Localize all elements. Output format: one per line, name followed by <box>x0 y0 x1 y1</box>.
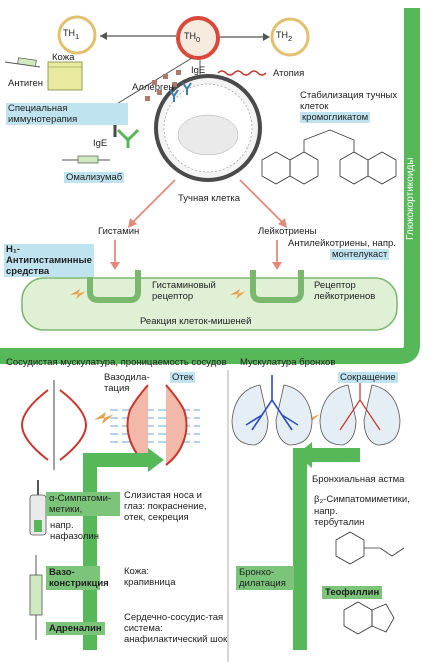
contraction-label: Сокращение <box>338 372 398 383</box>
lungs-contracted <box>319 375 401 446</box>
skin-effect-label: Кожа: крапивница <box>124 566 176 588</box>
lungs-normal <box>231 375 313 446</box>
stabilization-label: Стабилизация тучных клеток <box>300 90 398 112</box>
th0-label: TH0 <box>184 31 201 44</box>
omalizumab-label: Омализумаб <box>64 172 125 183</box>
leukotriene-receptor <box>250 270 304 303</box>
alpha-sympathomimetics-label: α-Симпатоми-метики, <box>46 492 120 516</box>
naphazoline-label: напр. нафазолин <box>50 520 99 542</box>
atopy-label: Атопия <box>273 68 305 79</box>
leukotrienes-label: Лейкотриены <box>258 226 317 237</box>
cromoglycate-label: кромогликатом <box>300 112 371 123</box>
vessel-constricted <box>20 380 88 470</box>
th1-cell <box>57 15 97 55</box>
histamine-receptor-label: Гистаминовый рецептор <box>152 280 216 302</box>
th0-cell <box>176 16 220 60</box>
syringe-icon <box>4 57 41 68</box>
allergen-label: Аллерген <box>132 82 174 93</box>
left-panel-title: Сосудистая мускулатура, проницаемость со… <box>6 357 227 368</box>
skin-label: Кожа <box>52 52 75 63</box>
target-reaction-label: Реакция клеток-мишеней <box>140 316 252 327</box>
histamine-label: Гистамин <box>98 226 140 237</box>
adrenaline-syringe-icon <box>29 555 43 640</box>
th2-label: TH2 <box>276 30 293 43</box>
antigen-label: Антиген <box>8 78 44 89</box>
bronchodilation-label: Бронхо-дилатация <box>236 566 294 590</box>
ige-antibody-label: IgE <box>93 138 108 149</box>
glucocorticoids-label: Глюкокортикоиды <box>405 157 416 240</box>
histamine-receptor <box>87 270 141 303</box>
mucosa-label: Слизистая носа и глаз: покраснение, отек… <box>124 490 207 523</box>
right-panel-title: Мускулатура бронхов <box>240 357 336 368</box>
h1-antihistamines-label: H₁-Антигистаминные средства <box>4 244 94 277</box>
theophylline-structure <box>343 601 395 635</box>
vasoconstriction-label: Вазо-констрикция <box>46 566 109 590</box>
beta2-label: β₂-Симпатомиметики, <box>314 494 410 505</box>
th1-label: TH1 <box>63 28 80 41</box>
adrenaline-label: Адреналин <box>46 622 105 635</box>
vessel-dilated <box>126 384 188 466</box>
leukotriene-receptor-label: Рецептор лейкотриенов <box>314 280 376 302</box>
terbutaline-label: напр. тербуталин <box>314 506 365 528</box>
montelukast-label: монтелукаст <box>330 249 390 260</box>
glucocorticoid-band <box>0 8 420 364</box>
th2-cell <box>270 17 310 57</box>
antileukotrienes-label: Антилейкотриены, напр. <box>288 238 396 249</box>
vasodilation-label: Вазодила-тация <box>104 372 150 394</box>
mast-cell <box>154 74 262 182</box>
terbutaline-structure <box>335 531 405 565</box>
skin-block <box>47 61 83 91</box>
cardiovascular-label: Сердечно-сосудис-тая система: анафилакти… <box>124 612 228 645</box>
atopy-wave <box>217 70 267 76</box>
ige-label: IgE <box>191 65 206 76</box>
specific-immunotherapy-label: Специальная иммунотерапия <box>6 103 128 125</box>
mast-cell-label: Тучная клетка <box>178 193 241 204</box>
bronchial-asthma-label: Бронхиальная астма <box>312 474 405 485</box>
cromoglycate-structure <box>261 129 397 185</box>
edema-label: Отек <box>170 372 196 383</box>
theophylline-label: Теофиллин <box>322 586 383 599</box>
nasal-spray-icon <box>29 480 47 536</box>
